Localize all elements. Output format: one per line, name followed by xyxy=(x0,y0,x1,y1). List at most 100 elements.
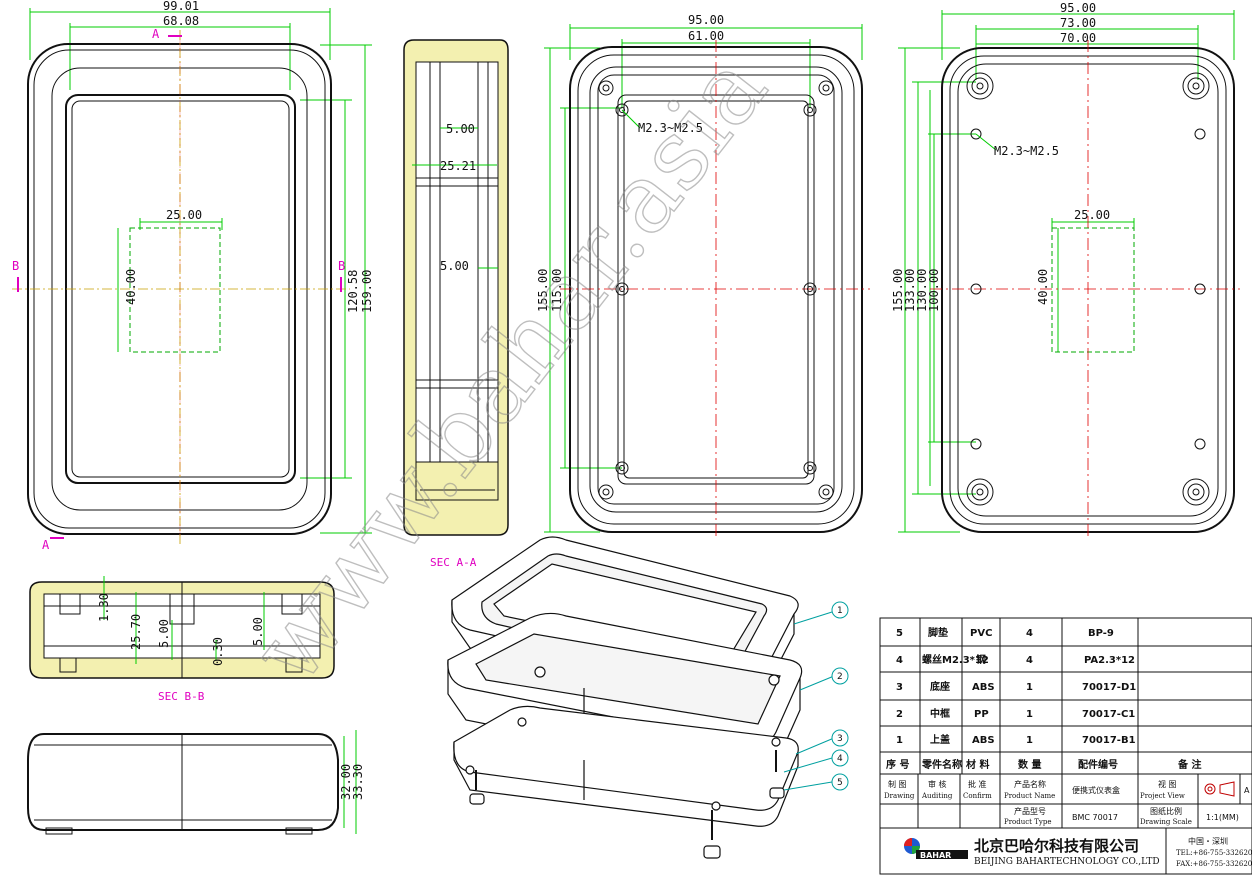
tb-confirm-en: Confirm xyxy=(963,792,992,800)
section-mark-a-bottom: A xyxy=(42,538,50,552)
dim-side-h-outer: 33.30 xyxy=(351,764,365,800)
company-name-cn: 北京巴哈尔科技有限公司 xyxy=(974,837,1139,855)
dim-bb-a: 1.30 xyxy=(97,593,111,622)
dim-aa-wall: 5.00 xyxy=(446,122,475,136)
tb-product-type-en: Product Type xyxy=(1004,818,1051,826)
bottom-screw-note: M2.3~M2.5 xyxy=(994,144,1059,158)
bottom-view: 95.00 73.00 70.00 155.00 133.00 130.00 1… xyxy=(891,1,1240,540)
bom-cell-code: 70017-B1 xyxy=(1082,735,1136,746)
tb-product-type-value: BMC 70017 xyxy=(1072,813,1118,822)
front-view: A A B B 99.01 68.08 25.00 40.00 120.58 1… xyxy=(12,0,374,552)
bom-row-4: 4 螺丝M2.3*12 钢 4 PA2.3*12 xyxy=(896,653,1135,666)
bom-header-name: 零件名称 xyxy=(921,758,962,771)
bom-cell-code: 70017-C1 xyxy=(1082,709,1135,720)
company-fax: FAX:+86-755-33262020 xyxy=(1176,860,1252,868)
bom-header-code: 配件编号 xyxy=(1078,758,1118,771)
bom-cell-code: 70017-D1 xyxy=(1082,682,1136,693)
dim-front-width-outer: 99.01 xyxy=(163,0,199,13)
dim-aa-step: 5.00 xyxy=(440,259,469,273)
dim-bb-d: 0.30 xyxy=(211,637,225,666)
dim-front-height-inner: 120.58 xyxy=(346,270,360,313)
section-aa-label: SEC A-A xyxy=(430,556,477,569)
middle-screw-note: M2.3~M2.5 xyxy=(638,121,703,135)
balloon-1: 1 xyxy=(837,606,843,616)
dim-bottom-h3: 130.00 xyxy=(915,269,929,312)
dim-bottom-h1: 155.00 xyxy=(891,269,905,312)
balloon-3: 3 xyxy=(837,734,843,744)
tb-view-value: A xyxy=(1244,786,1250,795)
tb-scale-value: 1:1(MM) xyxy=(1206,813,1239,822)
balloon-2: 2 xyxy=(837,672,843,682)
tb-view-en: Project View xyxy=(1140,792,1185,800)
bom-cell-material: PVC xyxy=(970,628,992,639)
projection-symbol-icon xyxy=(1204,781,1235,797)
bom-cell-name: 中框 xyxy=(930,707,950,720)
tb-scale-cn: 图纸比例 xyxy=(1150,806,1182,816)
bom-cell-name: 螺丝M2.3*12 xyxy=(922,653,989,666)
section-mark-a-top: A xyxy=(152,27,160,41)
dim-bottom-h2: 133.00 xyxy=(903,269,917,312)
balloon-4: 4 xyxy=(837,754,843,764)
bom-cell-material: ABS xyxy=(972,735,995,746)
bom-cell-no: 2 xyxy=(896,709,903,720)
bom-header-row: 序 号 零件名称 材 料 数 量 配件编号 备 注 xyxy=(886,758,1201,771)
bom-header-qty: 数 量 xyxy=(1018,758,1041,771)
tb-confirm-cn: 批 准 xyxy=(968,779,987,789)
dim-front-width-inner: 68.08 xyxy=(163,14,199,28)
dim-middle-height-inner: 115.00 xyxy=(550,269,564,312)
section-mark-b-left: B xyxy=(12,259,19,273)
bom-cell-code: PA2.3*12 xyxy=(1084,655,1135,666)
dim-aa-depth: 25.21 xyxy=(440,159,476,173)
dim-bb-c: 5.00 xyxy=(157,619,171,648)
dim-bottom-h4: 100.00 xyxy=(927,269,941,312)
bom-header-remark: 备 注 xyxy=(1177,758,1201,771)
company-tel: TEL:+86-755-33262000 xyxy=(1176,849,1252,857)
bom-table: 5 脚垫 PVC 4 BP-9 4 螺丝M2.3*12 钢 4 PA2.3*12… xyxy=(879,617,1252,775)
dim-bottom-window-w: 25.00 xyxy=(1074,208,1110,222)
dim-middle-height-outer: 155.00 xyxy=(536,269,550,312)
bom-cell-name: 上盖 xyxy=(930,733,950,746)
bom-cell-material: ABS xyxy=(972,682,995,693)
section-bb-label: SEC B-B xyxy=(158,690,205,703)
bom-header-material: 材 料 xyxy=(966,758,989,771)
company-name-en: BEIJING BAHARTECHNOLOGY CO.,LTD xyxy=(974,857,1160,867)
dim-middle-width-inner: 61.00 xyxy=(688,29,724,43)
logo-text: BAHAR xyxy=(920,851,951,860)
tb-auditing-cn: 审 核 xyxy=(928,779,947,789)
bom-row-3: 3 底座 ABS 1 70017-D1 xyxy=(896,680,1136,693)
bom-cell-no: 1 xyxy=(896,735,903,746)
section-bb-view: 1.30 25.70 5.00 0.30 5.00 SEC B-B xyxy=(29,576,335,703)
tb-product-type-cn: 产品型号 xyxy=(1014,806,1046,816)
dim-bb-e: 5.00 xyxy=(251,617,265,646)
dim-front-window-h: 40.00 xyxy=(124,269,138,305)
side-view: 32.00 33.30 xyxy=(27,730,365,835)
tb-view-cn: 视 图 xyxy=(1158,779,1177,789)
bom-cell-no: 3 xyxy=(896,682,903,693)
bom-row-5: 5 脚垫 PVC 4 BP-9 xyxy=(896,626,1114,639)
bom-cell-material: 钢 xyxy=(976,653,986,666)
company-logo: BAHAR xyxy=(904,838,968,860)
tb-drawing-cn: 制 图 xyxy=(888,779,907,789)
tb-drawing-en: Drawing xyxy=(884,792,915,800)
bom-header-no: 序 号 xyxy=(886,758,909,771)
bom-cell-qty: 1 xyxy=(1026,682,1033,693)
dim-bottom-width-outer: 95.00 xyxy=(1060,1,1096,15)
dim-bb-b: 25.70 xyxy=(129,614,143,650)
bom-cell-qty: 1 xyxy=(1026,709,1033,720)
tb-product-name-en: Product Name xyxy=(1004,792,1055,800)
tb-auditing-en: Auditing xyxy=(921,792,953,800)
bom-cell-no: 4 xyxy=(896,655,903,666)
bom-cell-qty: 4 xyxy=(1026,628,1033,639)
dim-middle-width-outer: 95.00 xyxy=(688,13,724,27)
dim-bottom-window-h: 40.00 xyxy=(1036,269,1050,305)
bom-cell-name: 底座 xyxy=(930,680,950,693)
bom-row-1: 1 上盖 ABS 1 70017-B1 xyxy=(896,733,1136,746)
dim-bottom-width-mid: 73.00 xyxy=(1060,16,1096,30)
bom-row-2: 2 中框 PP 1 70017-C1 xyxy=(896,707,1135,720)
bom-cell-no: 5 xyxy=(896,628,903,639)
exploded-view xyxy=(447,536,803,859)
bom-cell-material: PP xyxy=(974,709,989,720)
company-location: 中国・深圳 xyxy=(1188,836,1228,846)
dim-bottom-width-inner: 70.00 xyxy=(1060,31,1096,45)
tb-product-name-cn: 产品名称 xyxy=(1014,779,1046,789)
